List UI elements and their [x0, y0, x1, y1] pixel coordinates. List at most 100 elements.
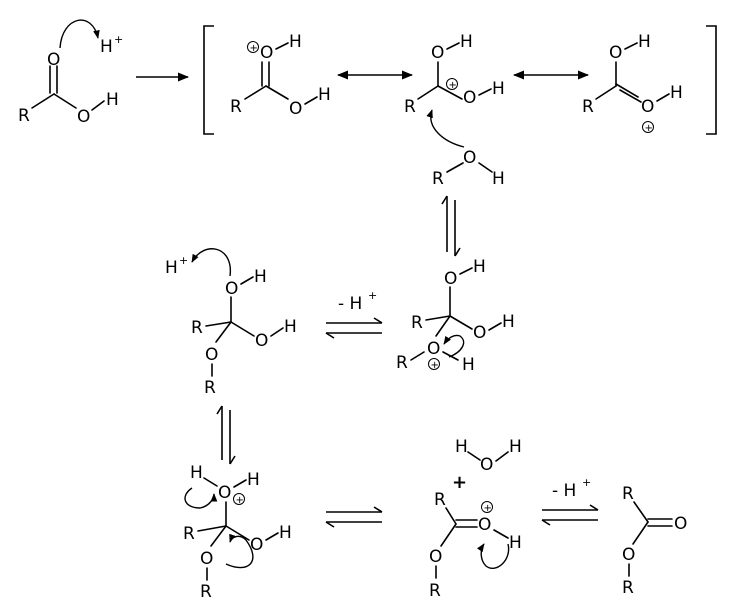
svg-text:O: O	[289, 99, 302, 119]
svg-text:+: +	[431, 360, 439, 371]
protonated-tetrahedral-intermediate: O H R O H O R H +	[396, 257, 515, 375]
svg-text:O: O	[255, 331, 268, 351]
svg-text:H: H	[502, 312, 515, 332]
svg-text:+: +	[236, 495, 244, 506]
svg-text:+: +	[449, 80, 457, 91]
water-molecule: H O H	[455, 437, 522, 475]
resonance-form-2: R O H O H +	[404, 32, 505, 117]
svg-text:O: O	[641, 97, 654, 117]
resonance-form-1: R O H O H +	[230, 32, 331, 119]
plus-sign: +	[452, 472, 467, 493]
svg-text:+: +	[645, 123, 653, 134]
svg-text:O: O	[473, 323, 486, 343]
svg-text:R: R	[432, 169, 444, 189]
svg-text:O: O	[250, 535, 263, 555]
right-bracket	[706, 25, 717, 135]
curly-arrow	[184, 487, 218, 509]
svg-text:+: +	[114, 33, 123, 46]
svg-text:+: +	[582, 476, 591, 489]
protonated-ester: R O H O R +	[429, 490, 522, 601]
svg-text:H: H	[455, 437, 468, 457]
svg-text:H: H	[462, 355, 475, 375]
equilibrium-arrow	[325, 506, 383, 528]
svg-text:O: O	[444, 269, 457, 289]
svg-text:H: H	[509, 437, 522, 457]
positive-charge: +	[642, 121, 654, 134]
svg-text:R: R	[582, 97, 594, 117]
svg-text:O: O	[225, 279, 238, 299]
svg-text:R: R	[396, 353, 408, 373]
curly-arrow	[477, 543, 510, 569]
svg-text:H: H	[492, 79, 505, 99]
curly-arrow	[443, 334, 465, 358]
svg-text:O: O	[429, 547, 442, 567]
svg-text:+: +	[368, 289, 377, 302]
positive-charge: +	[247, 41, 259, 54]
svg-text:R: R	[404, 97, 416, 117]
svg-text:O: O	[200, 549, 213, 569]
svg-text:H: H	[190, 463, 203, 483]
svg-text:O: O	[218, 483, 231, 503]
svg-text:O: O	[260, 43, 273, 63]
protonated-hydroxy-intermediate: H O H R O H O R +	[183, 463, 292, 602]
proton: H +	[100, 33, 123, 57]
atom-H: H	[106, 90, 119, 110]
svg-text:H: H	[460, 32, 473, 52]
svg-text:H: H	[254, 267, 267, 287]
svg-text:H: H	[473, 257, 486, 277]
svg-text:H: H	[279, 523, 292, 543]
curly-arrow	[426, 109, 465, 148]
svg-text:H: H	[509, 533, 522, 553]
svg-text:H: H	[284, 317, 297, 337]
svg-text:O: O	[478, 515, 491, 535]
svg-text:O: O	[431, 43, 444, 63]
positive-charge: +	[446, 78, 458, 91]
positive-charge: +	[233, 493, 245, 506]
svg-text:- H: - H	[338, 294, 362, 314]
svg-text:O: O	[480, 455, 493, 475]
carboxylic-acid: R O O H	[18, 50, 119, 127]
svg-text:O: O	[609, 43, 622, 63]
equilibrium-arrow	[541, 504, 599, 526]
equilibrium-arrow-vertical	[216, 405, 236, 465]
positive-charge: +	[428, 358, 440, 371]
svg-text:R: R	[411, 313, 423, 333]
positive-charge: +	[481, 501, 493, 514]
atom-R: R	[18, 106, 30, 126]
svg-text:- H: - H	[552, 481, 576, 501]
svg-text:R: R	[622, 484, 634, 504]
svg-text:R: R	[183, 524, 195, 544]
svg-text:R: R	[429, 581, 441, 601]
svg-text:H: H	[100, 37, 113, 57]
svg-text:R: R	[204, 378, 216, 398]
svg-text:H: H	[670, 83, 683, 103]
svg-text:H: H	[318, 85, 331, 105]
atom-O: O	[77, 107, 90, 127]
curly-arrow	[225, 533, 254, 569]
svg-text:H: H	[289, 32, 302, 52]
svg-text:H: H	[247, 470, 260, 490]
proton: H +	[165, 254, 188, 278]
svg-text:R: R	[622, 578, 634, 598]
svg-text:O: O	[463, 88, 476, 108]
tetrahedral-intermediate: O H R O H O R	[191, 267, 297, 398]
svg-text:H: H	[492, 169, 505, 189]
svg-text:H: H	[638, 32, 651, 52]
svg-text:H: H	[165, 258, 178, 278]
equilibrium-arrow	[325, 317, 383, 339]
svg-text:O: O	[674, 514, 687, 534]
loss-of-proton-label: - H +	[338, 289, 377, 314]
left-bracket	[203, 25, 214, 135]
alcohol: R O H	[432, 148, 505, 189]
curly-arrow	[59, 19, 100, 49]
loss-of-proton-label: - H +	[552, 476, 591, 501]
svg-text:R: R	[200, 582, 212, 602]
svg-text:O: O	[622, 545, 635, 565]
svg-text:R: R	[230, 97, 242, 117]
svg-text:O: O	[205, 345, 218, 365]
svg-text:R: R	[434, 490, 446, 510]
svg-text:+: +	[179, 254, 188, 267]
curly-arrow	[191, 248, 231, 277]
svg-text:+: +	[484, 503, 492, 514]
